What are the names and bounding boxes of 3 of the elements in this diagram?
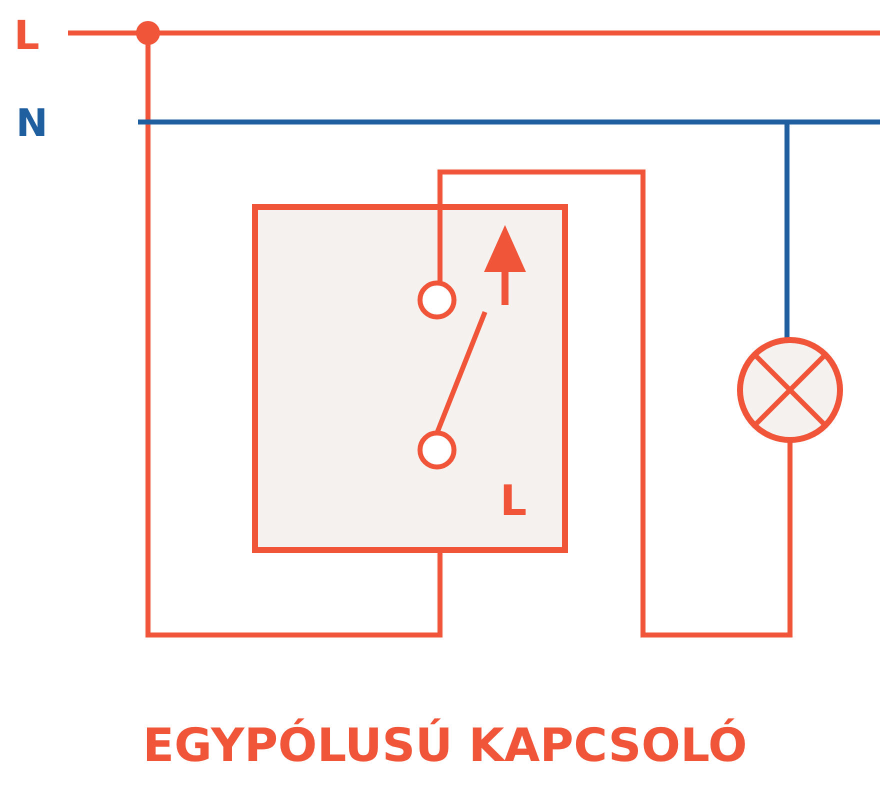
neutral-label: N bbox=[16, 104, 48, 142]
terminal-label: L bbox=[500, 480, 527, 522]
phase-label: L bbox=[14, 16, 40, 56]
